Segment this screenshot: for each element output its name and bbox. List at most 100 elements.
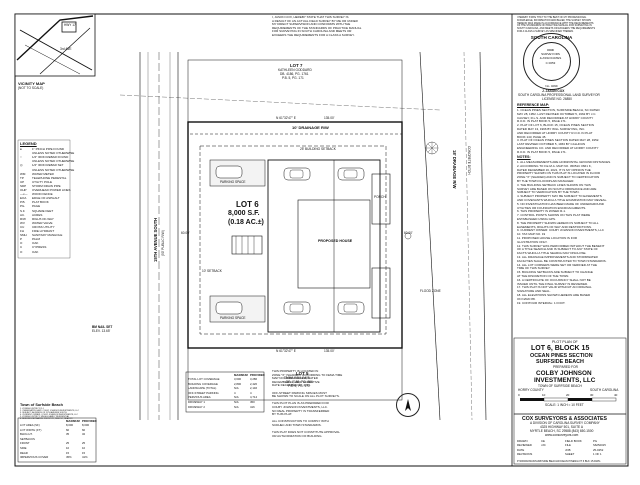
seal-line-3: & ASSOCIATES	[539, 56, 562, 60]
south-boundary-bearing: N 61°32'47" E	[276, 349, 296, 353]
coverage-table-cell: 4	[234, 390, 236, 395]
drainage-label: 10' DRAINAGE R/W	[292, 125, 329, 130]
flood-zone-label: FLOOD ZONE	[420, 289, 441, 293]
note-line: OF A TITLE SEARCH AND IS SUBJECT TO ANY …	[517, 247, 598, 252]
legend-symbol: S.F.	[20, 208, 26, 213]
legend-item: OAK	[32, 249, 39, 254]
zoning-line: 6. BUILDING SETBACKS: FRONT 25', SIDE 10…	[20, 418, 73, 420]
zoning-table-cell: 32	[82, 432, 86, 437]
title-client-1: COLBY JOHNSON	[536, 370, 592, 377]
zoning-table-cell: 10	[66, 446, 70, 450]
legend-symbol: —x—	[20, 192, 28, 197]
lot-5-ref: DB. 2158, PG. 896	[286, 380, 313, 384]
firm-info-cell: REVIEWED	[517, 443, 532, 448]
zoning-table-cell: 60	[82, 427, 86, 432]
lot-5-label: LOT 5	[296, 371, 309, 376]
legend-symbol: EOA	[20, 196, 27, 201]
zoning-table-cell: 15	[66, 450, 70, 455]
note-line: 11. PROPOSED HOUSE LOCATION IS FOR	[517, 236, 578, 240]
coverage-table-cell: LANDSCAPE (TOTAL)	[188, 386, 217, 391]
reference-map-line: BOOK 143, PAGE 45.	[517, 134, 547, 139]
graphic-scale-text: SCALE: 1 INCH = 10 FEET	[545, 403, 584, 407]
lot-7-ref: DB. 4186, PG. 1761	[280, 72, 309, 76]
porch-east	[371, 173, 391, 225]
site-note-line: COLBY JOHNSON INVESTMENTS, LLC.	[272, 405, 328, 409]
certification-line: I, JASON COX, HEREBY STATE THAT THIS SUR…	[272, 15, 349, 19]
car-5	[215, 165, 243, 179]
note-line: SIGNATURE AND SEAL.	[517, 289, 551, 294]
legend-item: WATER VALVE	[32, 220, 53, 225]
reference-map-line: LAST REVISED OCTOBER 5, 1963 BY CALHOUN	[517, 142, 586, 147]
lot-6-area-ac: (0.18 AC.±)	[228, 219, 264, 226]
site-note-line: BE SHOWN TO SCALE ON ALL PLOT SURVEYS.	[272, 394, 340, 399]
note-line: 14. ALL LOT CORNERS WERE SET OR VERIFIED…	[517, 262, 597, 267]
note-line: AT THE DISCRETION OF THE TOWN.	[517, 274, 570, 278]
zoning-table-cell: 8,000	[82, 423, 89, 427]
site-note-line: ALL CONSTRUCTION TO COMPLY WITH	[272, 419, 329, 424]
legend-symbol: CU	[20, 224, 25, 229]
car-3	[283, 301, 311, 315]
note-line: FACTS WHICH A TITLE SEARCH MAY DISCLOSE.	[517, 251, 587, 256]
coverage-table-cell: DRIVEWAY 2	[188, 404, 205, 409]
zoning-table-cell: 35	[66, 432, 70, 437]
proposed-house-outline	[267, 159, 381, 333]
coverage-table-box	[185, 371, 265, 413]
legend-symbol: R/W	[20, 216, 26, 221]
zoning-line: 1. ZONING DISTRICT: R-1	[20, 408, 44, 410]
note-line: 12. THIS SURVEY WAS PERFORMED WITHOUT TH…	[517, 243, 605, 248]
legend-item: SQUARE FEET	[32, 208, 54, 213]
scale-tick-label: 30	[590, 393, 594, 397]
site-note-line: DATE DECEMBER 16, 2021.	[272, 383, 311, 388]
car-2	[337, 167, 365, 181]
reference-map-line: ENGINEERING CO. AND RECORDED AT HORRY CO…	[517, 146, 599, 150]
reference-map-line: R.O.D. IN PLAT BOOK 5, PAGE 171.	[517, 119, 567, 124]
certification-right-line: HEREON WAS MADE IN ACCORDANCE WITH THE R…	[517, 21, 594, 25]
lot-5-owner: EMMA WILLIAMS	[284, 376, 310, 380]
car-4	[337, 301, 365, 315]
lot-6-area-sf: 8,000 S.F.	[228, 210, 260, 217]
certification-line: REQUIREMENTS OF THE STANDARDS OF PRACTIC…	[272, 25, 362, 30]
note-line: 9. CURRENT OWNER: COLBY JOHNSON INVESTME…	[517, 228, 604, 233]
surveyor-title: SOUTH CAROLINA PROFESSIONAL LAND SURVEYO…	[518, 93, 600, 97]
note-line: 5. NO INVESTIGATION HAS BEEN MADE OF UND…	[517, 201, 604, 206]
firm-web: www.coxsurveyors.com	[545, 433, 579, 437]
title-client-2: INVESTMENTS, LLC	[534, 377, 596, 384]
reference-map-line: MAY 28, 1952. LAST REVISED OCTOBER 5, 19…	[517, 111, 597, 116]
scale-tick-label: 10	[542, 393, 546, 397]
north-arrow	[396, 393, 420, 417]
certification-line: A RESULT OF AN ACTUAL FIELD SURVEY BY ME…	[272, 18, 358, 23]
zoning-table-cell: 25	[66, 441, 70, 446]
legend-symbol: TP	[20, 175, 24, 180]
legend-symbol: P.B.	[20, 200, 26, 205]
zoning-heading: Town of Surfside Beach	[20, 403, 63, 407]
reference-map-line: CAUSEY, R.L.S. AND RECORDED AT HORRY COU…	[517, 115, 594, 120]
note-line: 10. TAX MAP NO. 19	[517, 232, 546, 237]
west-boundary-distance: 60.00'	[181, 231, 190, 235]
note-line: 17. THIS PLAT IS NOT VALID WITHOUT AN OR…	[517, 285, 592, 290]
surveyor-license: LICENSE NO. 26850	[542, 97, 572, 101]
note-line: 8. THE PROPERTY SHOWN HEREON IS SUBJECT …	[517, 220, 599, 225]
zoning-line: 3. SUBJECT: ADDRESS OF 15TH AVENUE SOUTH	[20, 412, 67, 414]
zoning-table-cell: 45%	[66, 455, 72, 460]
firm-info-cell: 25-0252	[593, 447, 604, 452]
site-note-line: BY THIS PLAT.	[272, 412, 293, 417]
firm-footer-path: P:\DRAWINGS\SURFSIDE BEACH\OCEAN PINES\L…	[517, 460, 601, 463]
note-line: 4. SUBJECT PROPERTY MAY BE SUBJECT TO EA…	[517, 194, 602, 199]
legend-symbol: SDP	[20, 183, 27, 188]
coverage-table-header: MAXIMUM	[234, 373, 248, 377]
legend-heading: LEGEND	[20, 141, 37, 146]
lot-5-parcel	[187, 347, 403, 401]
surveyor-seal: SOUTH CAROLINA COX SURVEYORS & ASSOCIATE…	[523, 33, 580, 90]
note-line: 3. THE BUILDING SETBACK LINES SHOWN ON T…	[517, 182, 591, 187]
east-boundary-distance: 60.00'	[404, 231, 413, 235]
coverage-table-cell: 4,714	[250, 395, 257, 400]
coverage-table-cell: 4	[250, 390, 252, 395]
coverage-table-cell: N/A	[234, 395, 239, 400]
vicinity-road-2	[19, 29, 93, 71]
note-line: UTILITIES OR FOUNDATION ENCROACHMENTS.	[517, 205, 587, 210]
firm-info-cell: JOB	[565, 447, 571, 452]
vicinity-map-caption: VICINITY MAP	[18, 81, 45, 86]
title-lot-block: LOT 6, BLOCK 15	[531, 345, 590, 352]
